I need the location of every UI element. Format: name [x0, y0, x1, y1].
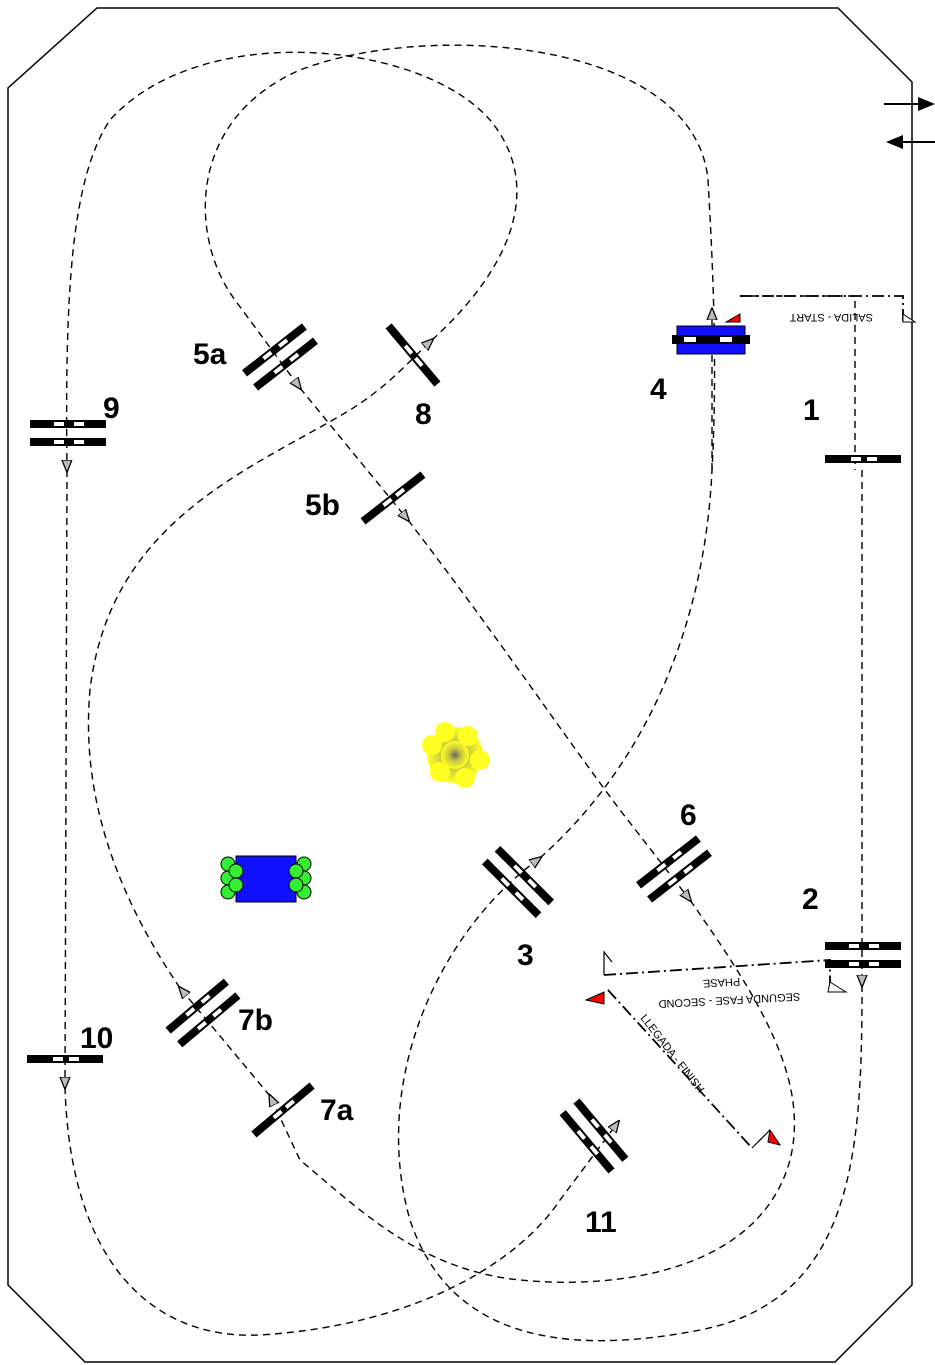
start-line: SALIDA - START	[724, 295, 917, 323]
label-8: 8	[415, 398, 432, 431]
obstacle-10	[27, 1055, 103, 1063]
phase-flag-red	[584, 991, 605, 1005]
label-11: 11	[585, 1206, 617, 1239]
obstacle-9	[30, 420, 106, 446]
obstacle-7b	[165, 978, 241, 1048]
obstacle-5a	[242, 323, 318, 391]
label-2: 2	[802, 883, 819, 916]
label-5a: 5a	[193, 338, 227, 371]
obstacle-5b	[360, 471, 426, 525]
label-7a: 7a	[320, 1094, 354, 1127]
finish-label: LLEGADA - FINISH	[638, 1012, 707, 1095]
label-10: 10	[80, 1022, 113, 1055]
finish-line: LLEGADA - FINISH	[607, 989, 782, 1149]
obstacle-2	[825, 942, 901, 968]
label-9: 9	[103, 392, 120, 425]
label-6: 6	[680, 799, 697, 832]
obstacle-1	[825, 455, 901, 463]
bush-decoration	[422, 722, 490, 788]
finish-flag-red	[767, 1128, 782, 1146]
label-1: 1	[803, 394, 820, 427]
start-label: SALIDA - START	[789, 311, 873, 323]
label-4: 4	[650, 373, 667, 406]
course-route	[65, 44, 862, 1342]
arena-border	[7, 7, 913, 1363]
start-flag-white	[902, 313, 917, 323]
obstacle-6	[636, 835, 712, 903]
second-phase-label-2: PHASE	[703, 975, 741, 989]
phase-flag-white	[827, 981, 848, 993]
label-5b: 5b	[305, 489, 340, 522]
label-7b: 7b	[238, 1004, 273, 1037]
second-phase-line: SEGUNDA FASE - SECOND PHASE	[584, 950, 848, 1009]
obstacle-4-water	[672, 325, 750, 355]
obstacle-3	[481, 845, 555, 919]
second-phase-label-1: SEGUNDA FASE - SECOND	[658, 990, 800, 1009]
start-flag-red	[724, 313, 741, 323]
obstacle-11	[559, 1098, 629, 1174]
obstacle-7a	[251, 1082, 315, 1138]
entrance-arrows	[884, 97, 935, 149]
label-3: 3	[517, 939, 534, 972]
hedge-decoration	[220, 855, 312, 903]
obstacle-8	[385, 323, 441, 387]
